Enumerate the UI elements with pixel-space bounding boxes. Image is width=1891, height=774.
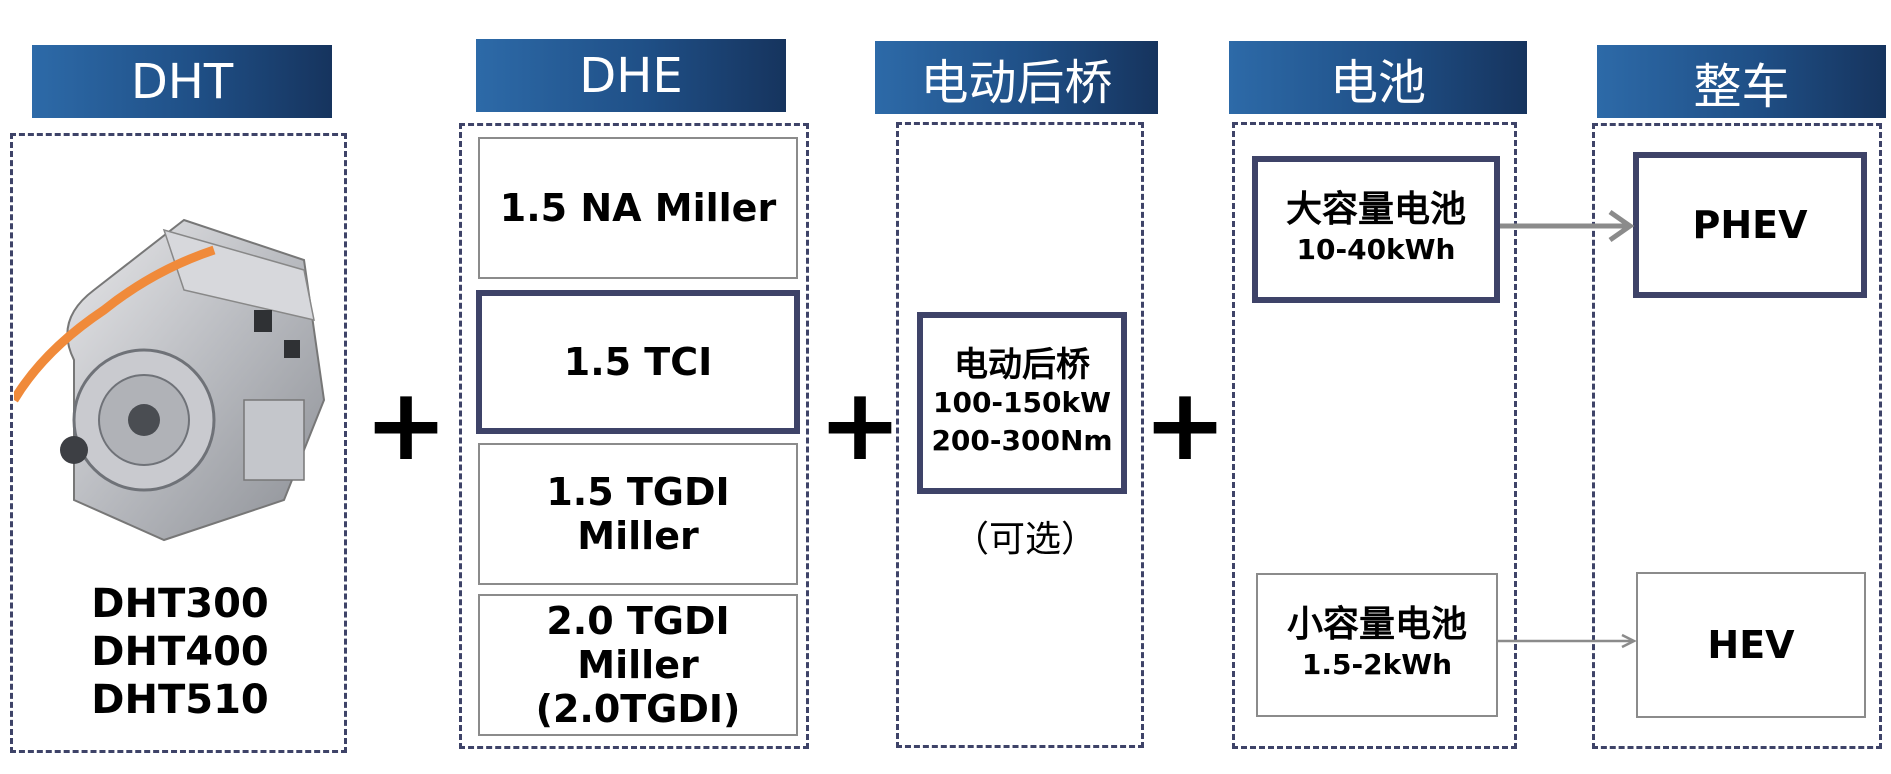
- plus-sign-3: +: [1143, 366, 1227, 483]
- battery-column: [1232, 122, 1517, 749]
- rear-axle-box: 电动后桥 100-150kW 200-300Nm: [917, 312, 1127, 494]
- dhe-engine-sublabel: (2.0TGDI): [535, 687, 741, 731]
- header-battery: 电池: [1229, 41, 1527, 114]
- vehicle-hev-label: HEV: [1707, 623, 1795, 667]
- plus-sign-2: +: [818, 366, 902, 483]
- dhe-engine-label: 1.5 TCI: [563, 340, 713, 384]
- dhe-column: [459, 123, 809, 749]
- header-dht: DHT: [32, 45, 332, 118]
- dhe-engine-label: 2.0 TGDI Miller: [546, 599, 730, 687]
- rear-axle-optional-note: （可选）: [952, 519, 1097, 560]
- dhe-engine-1-5-tci: 1.5 TCI: [476, 290, 800, 434]
- dht-model-list: DHT300 DHT400 DHT510: [60, 580, 300, 724]
- battery-small-box: 小容量电池 1.5-2kWh: [1256, 573, 1498, 717]
- vehicle-phev-box: PHEV: [1633, 152, 1867, 298]
- battery-small-capacity: 1.5-2kWh: [1301, 648, 1453, 681]
- battery-large-capacity: 10-40kWh: [1296, 232, 1456, 266]
- dht-model-510: DHT510: [91, 677, 269, 723]
- battery-large-name: 大容量电池: [1285, 188, 1466, 230]
- dht-model-300: DHT300: [91, 581, 269, 627]
- vehicle-phev-label: PHEV: [1692, 203, 1808, 247]
- dht-column: [10, 133, 347, 753]
- plus-sign-1: +: [364, 366, 448, 483]
- dhe-engine-1-5-tgdi-miller: 1.5 TGDI Miller: [478, 443, 798, 585]
- dht-model-400: DHT400: [91, 629, 269, 675]
- dhe-engine-label: 1.5 NA Miller: [499, 186, 777, 230]
- battery-large-box: 大容量电池 10-40kWh: [1252, 156, 1500, 303]
- dhe-engine-2-0-tgdi-miller: 2.0 TGDI Miller (2.0TGDI): [478, 594, 798, 736]
- vehicle-column: [1592, 123, 1882, 749]
- dhe-engine-1-5-na-miller: 1.5 NA Miller: [478, 137, 798, 279]
- battery-small-name: 小容量电池: [1286, 604, 1467, 645]
- rear-axle-column: [896, 122, 1144, 748]
- rear-axle-power: 100-150kW: [932, 386, 1112, 419]
- header-dhe: DHE: [476, 39, 786, 112]
- vehicle-hev-box: HEV: [1636, 572, 1866, 718]
- dhe-engine-label: 1.5 TGDI Miller: [546, 470, 730, 558]
- dht-transmission-image: [14, 218, 326, 542]
- header-rear-axle: 电动后桥: [875, 41, 1158, 114]
- rear-axle-title: 电动后桥: [954, 345, 1090, 385]
- rear-axle-torque: 200-300Nm: [931, 424, 1113, 457]
- header-vehicle: 整车: [1597, 45, 1886, 118]
